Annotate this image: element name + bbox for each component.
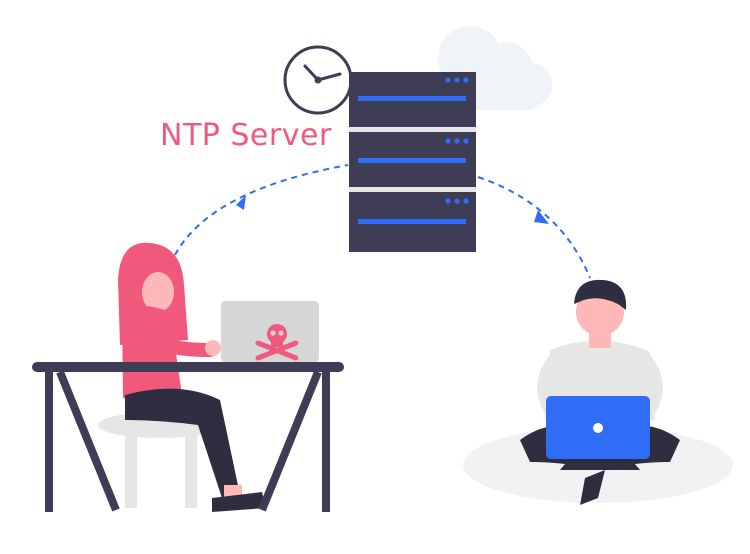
server-label: NTP Server bbox=[160, 118, 332, 153]
skull-crossbones-icon bbox=[255, 324, 299, 361]
laptop-logo-icon bbox=[593, 423, 603, 433]
attacker-figure bbox=[98, 242, 266, 512]
server-unit bbox=[349, 132, 476, 187]
server-rack bbox=[349, 72, 476, 252]
arrow-head-icon bbox=[534, 210, 549, 224]
request-arrow bbox=[174, 164, 349, 256]
server-unit bbox=[349, 192, 476, 252]
attacker-laptop bbox=[221, 301, 319, 362]
clock-icon bbox=[283, 45, 353, 115]
user-laptop bbox=[546, 396, 650, 459]
desk bbox=[32, 362, 344, 512]
response-arrow bbox=[477, 176, 591, 279]
server-unit bbox=[349, 72, 476, 127]
arrow-head-icon bbox=[236, 195, 246, 210]
